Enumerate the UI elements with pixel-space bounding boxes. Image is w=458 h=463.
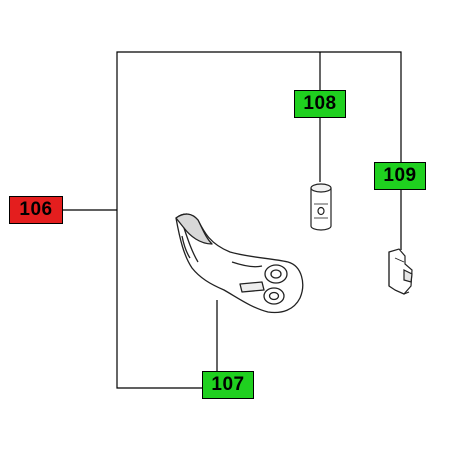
part-number-108-label: 108 xyxy=(294,90,346,118)
pin-part xyxy=(310,183,332,231)
part-number-106-label: 106 xyxy=(9,196,63,224)
part-number-107-label: 107 xyxy=(202,371,254,399)
assembly-bracket-line xyxy=(116,51,402,389)
leader-lines xyxy=(63,51,402,389)
part-number-109-label: 109 xyxy=(374,162,426,190)
clip-part xyxy=(388,248,413,295)
lever-part xyxy=(175,213,304,314)
